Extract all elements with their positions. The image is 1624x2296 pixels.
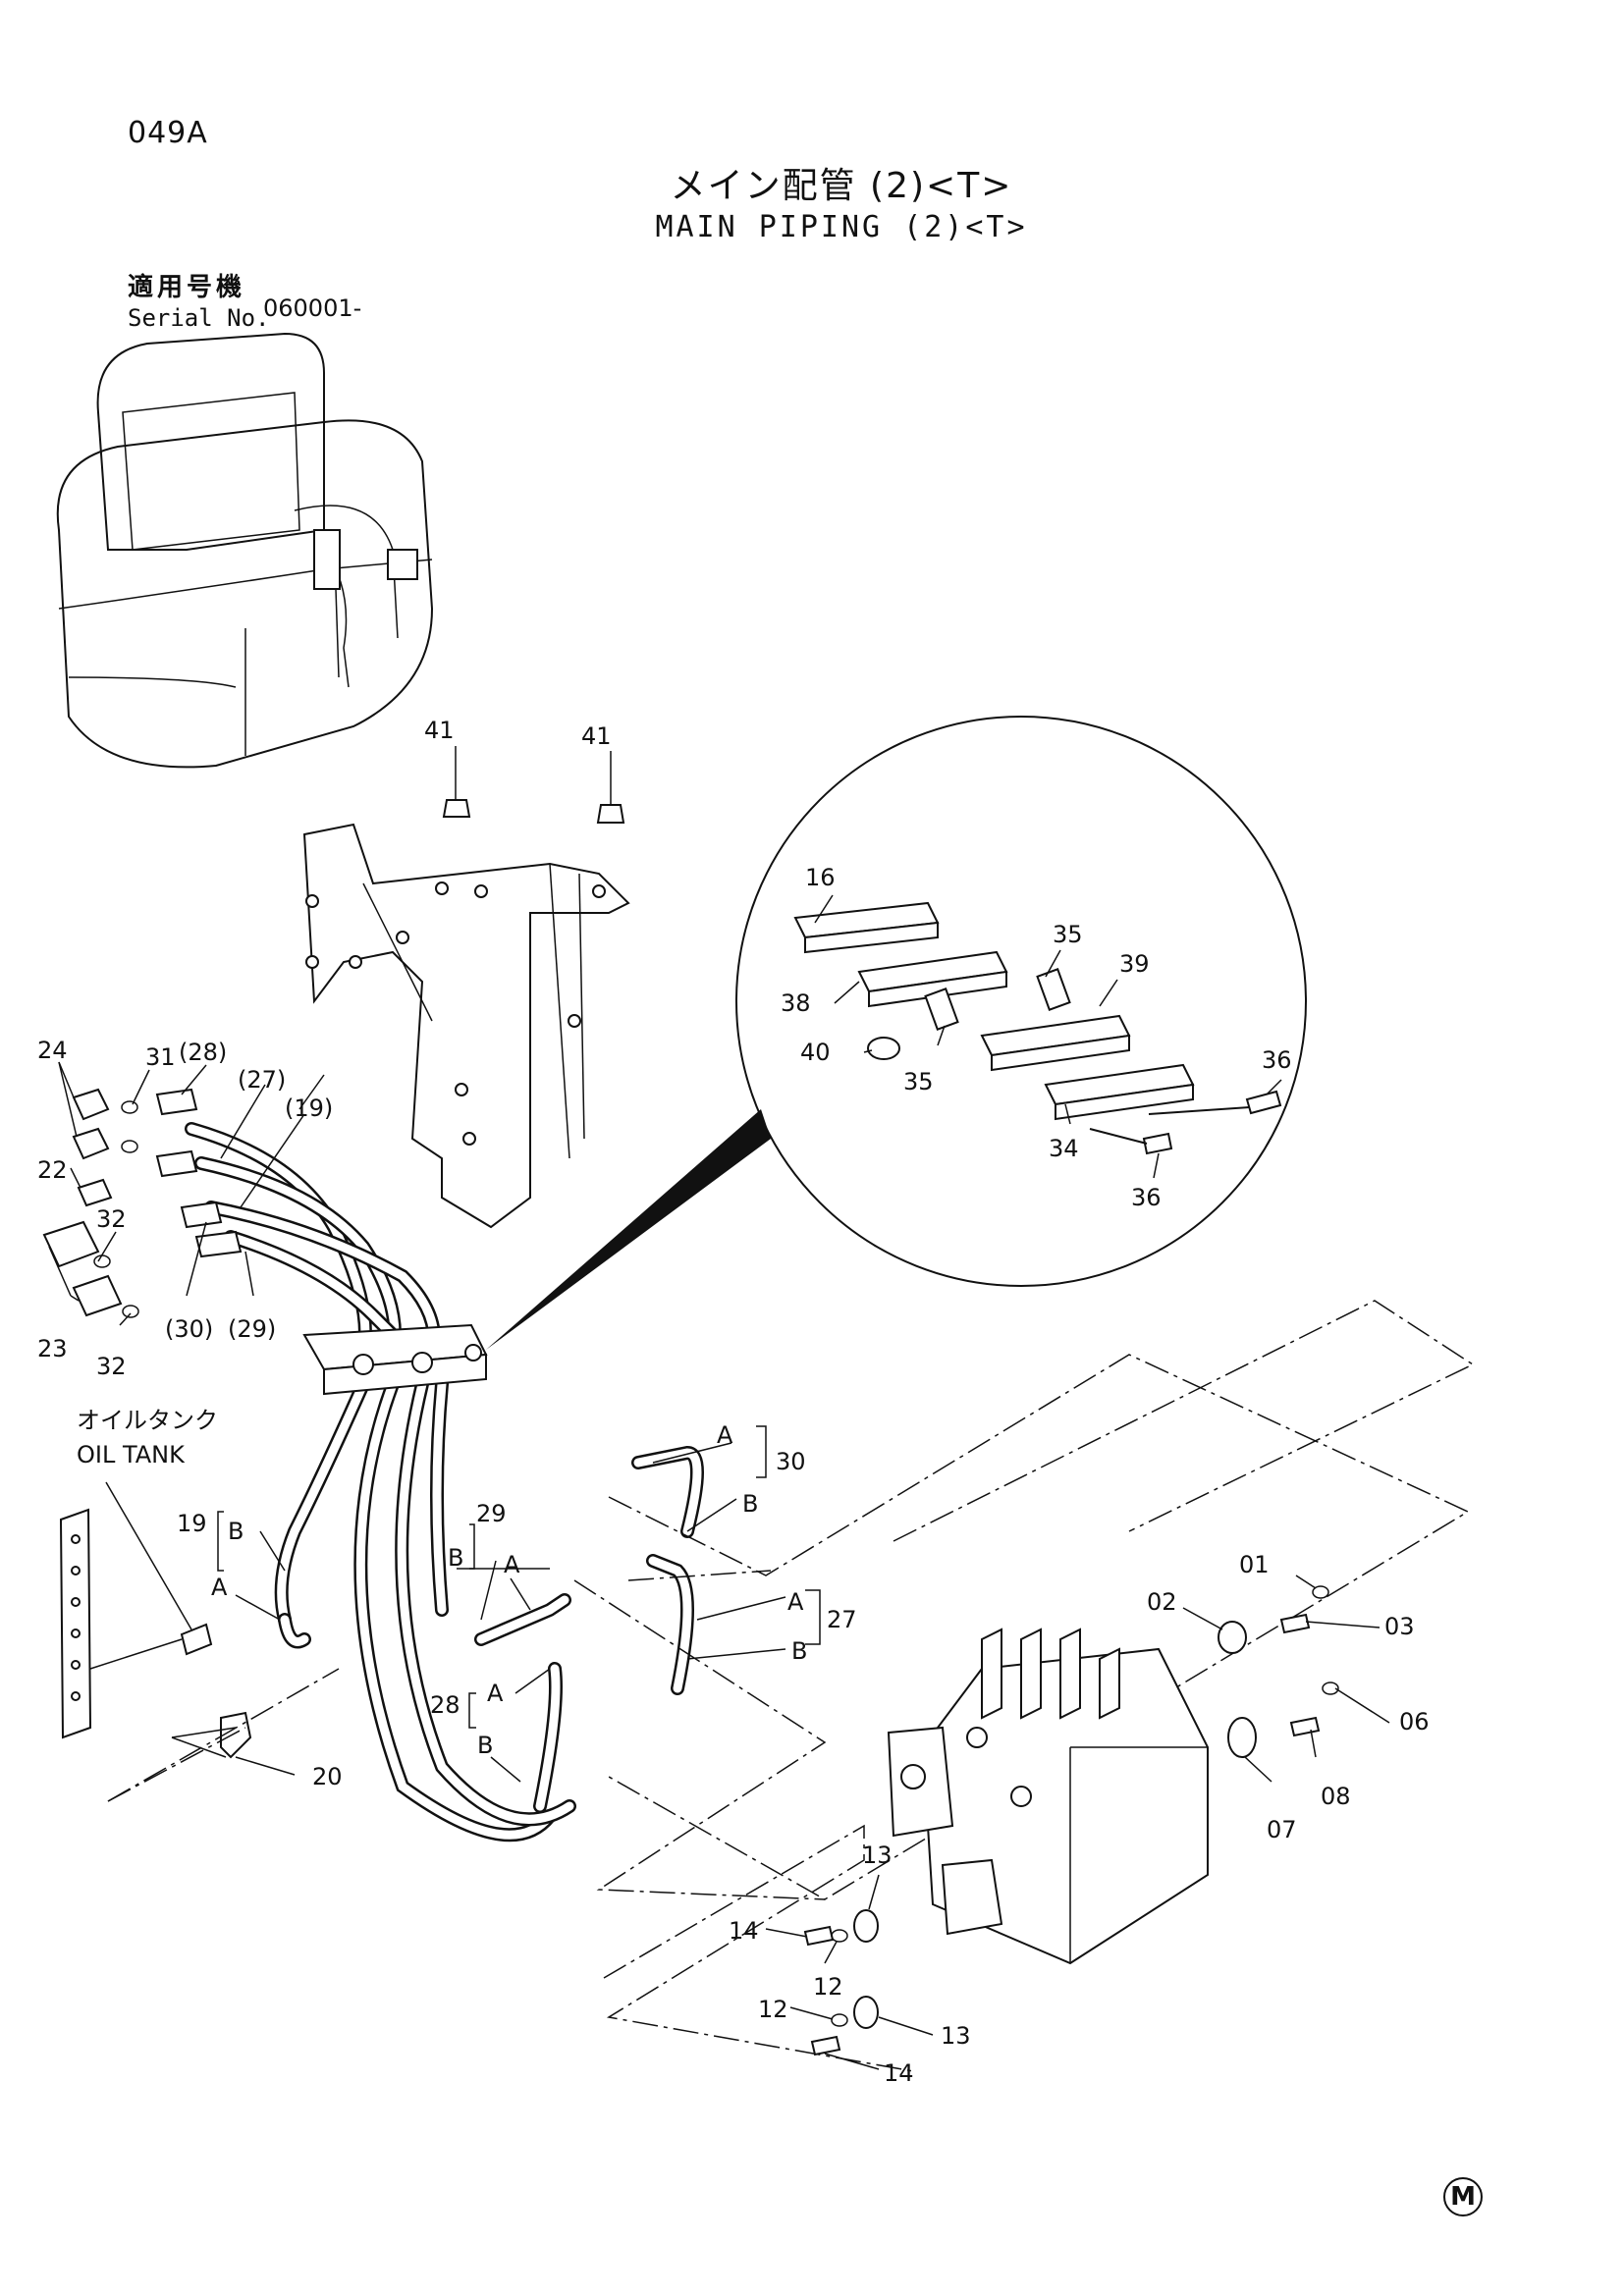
label-B-27: B [477, 1732, 493, 1759]
page-title-ja: メイン配管 (2)<T> [670, 166, 1013, 206]
callout-08: 08 [1321, 1783, 1351, 1810]
callout-29: 27 [827, 1606, 857, 1633]
callout-31: 31 [145, 1043, 176, 1071]
callout-40: 40 [800, 1039, 831, 1066]
oil-tank-label-en: OIL TANK [77, 1441, 186, 1468]
detail-circle [486, 716, 1307, 1350]
callout-34: 34 [1049, 1135, 1079, 1162]
serial-label-en: Serial No. [128, 304, 270, 332]
pipes [278, 1445, 704, 1813]
callout-01: 01 [1239, 1551, 1270, 1578]
fittings-left [42, 1088, 243, 1318]
callout-19-paren: (19) [285, 1095, 333, 1122]
serial-value: 060001- [263, 294, 362, 322]
callout-13-top: 13 [862, 1842, 893, 1869]
callout-39: 39 [1119, 950, 1150, 978]
label-B-19: B [228, 1518, 244, 1545]
callout-13-bottom: 13 [941, 2022, 971, 2050]
manufacturer-mark: M [1443, 2177, 1483, 2216]
callout-03: 03 [1384, 1613, 1415, 1640]
control-valve [803, 1585, 1339, 2056]
label-A-19: A [211, 1574, 228, 1601]
callout-32-bottom: 32 [96, 1353, 127, 1380]
callout-14-bottom: 14 [884, 2059, 914, 2087]
oil-tank-label-ja: オイルタンク [77, 1407, 218, 1434]
callout-12-bottom: 12 [758, 1996, 788, 2023]
callout-24: 24 [37, 1037, 68, 1064]
callout-36-bottom: 36 [1131, 1184, 1162, 1211]
callout-12-top: 12 [813, 1973, 843, 2001]
callout-16: 16 [805, 864, 836, 891]
ab-brackets [217, 1425, 821, 1783]
mounting-bracket [302, 746, 630, 1229]
label-A-30: A [717, 1421, 733, 1449]
callout-23: 23 [37, 1335, 68, 1362]
label-A-28: A [504, 1551, 520, 1578]
hose-clamp [302, 1323, 488, 1396]
callout-14-top: 14 [729, 1917, 759, 1945]
page-id: 049A [128, 116, 208, 150]
label-A-27: A [487, 1680, 504, 1707]
callout-07: 07 [1267, 1816, 1297, 1843]
callout-28-paren: (28) [179, 1039, 227, 1066]
machine-overview-sketch [56, 332, 434, 769]
label-B-29: B [791, 1637, 807, 1665]
oil-tank-part [59, 1481, 252, 1759]
guide-lines [107, 1300, 1475, 2072]
callout-30: 30 [776, 1448, 806, 1475]
callout-36-right: 36 [1262, 1046, 1292, 1074]
callout-32-top: 32 [96, 1205, 127, 1233]
callout-27-paren: (27) [238, 1066, 286, 1094]
callout-06: 06 [1399, 1708, 1430, 1735]
callout-numbers: 41 41 16 35 39 38 40 35 36 34 36 24 31 (… [37, 717, 1430, 2087]
callout-35-bottom: 35 [903, 1068, 934, 1095]
page-title-en: MAIN PIPING (2)<T> [655, 210, 1028, 244]
callout-35-top: 35 [1053, 921, 1083, 948]
label-B-30: B [742, 1490, 758, 1518]
callout-02: 02 [1147, 1588, 1177, 1616]
label-A-29: A [787, 1588, 804, 1616]
callout-28: 29 [476, 1500, 507, 1527]
callout-30-paren: (30) [165, 1315, 213, 1343]
callout-41-right: 41 [581, 722, 612, 750]
callout-29-paren: (29) [228, 1315, 276, 1343]
callout-27: 28 [430, 1691, 460, 1719]
callout-20: 20 [312, 1763, 343, 1790]
label-B-28: B [448, 1544, 463, 1572]
hose-bundle [185, 1122, 576, 1842]
leader-lines [48, 894, 1390, 2070]
callout-41-left: 41 [424, 717, 455, 744]
callout-19: 19 [177, 1510, 207, 1537]
serial-label-ja: 適用号機 [128, 273, 246, 302]
callout-22: 22 [37, 1156, 68, 1184]
callout-38: 38 [781, 989, 811, 1017]
